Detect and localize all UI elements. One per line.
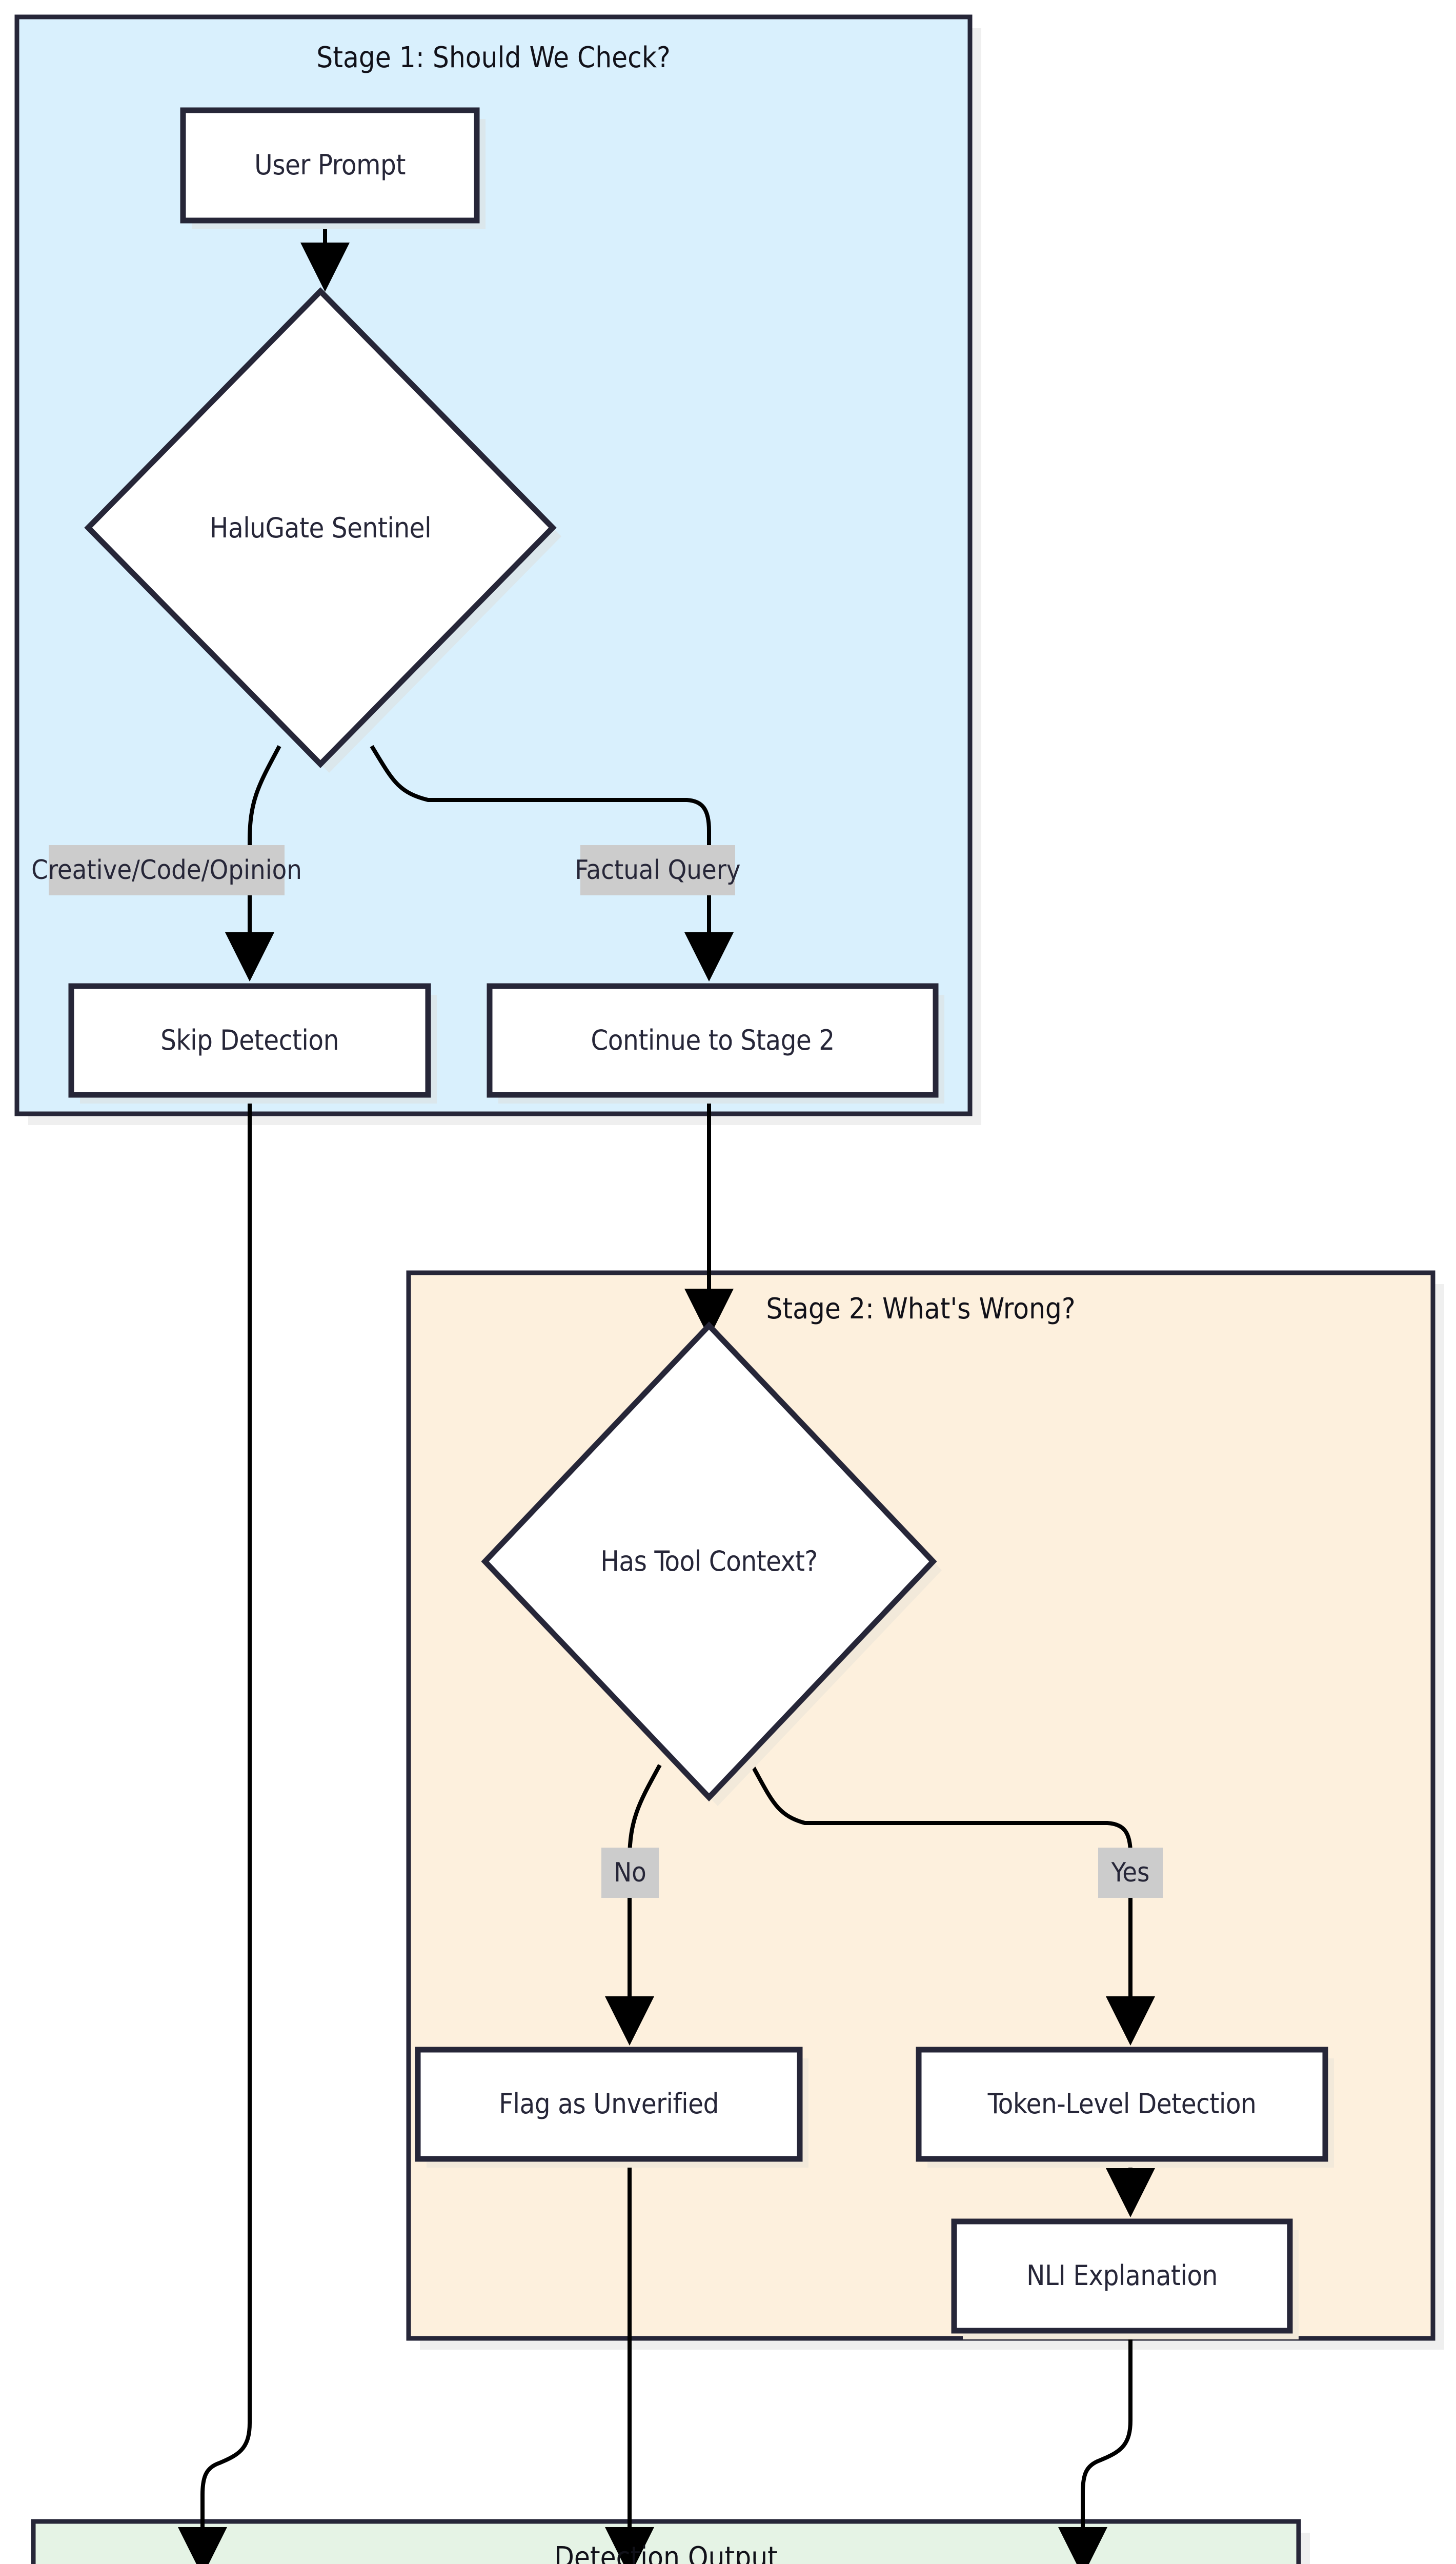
node-has-tool-context[interactable] <box>481 1321 937 1801</box>
edge-sentinel-to-continue <box>370 745 734 981</box>
edge-label-no: No <box>601 1848 659 1898</box>
edge-label-factual-query: Factual Query <box>575 845 741 895</box>
edge-skip-to-pass <box>178 1095 252 2564</box>
node-user-prompt[interactable] <box>180 107 480 224</box>
edge-label-yes: Yes <box>1098 1848 1163 1898</box>
node-continue-to-stage-2[interactable] <box>487 983 939 1098</box>
node-skip-detection[interactable] <box>68 983 431 1098</box>
node-halugate-sentinel[interactable] <box>84 287 557 768</box>
node-flag-as-unverified[interactable] <box>415 2047 803 2162</box>
cluster-output <box>31 2519 1301 2564</box>
edge-sentinel-to-skip <box>225 745 281 981</box>
edge-nli-to-report <box>1058 2331 1133 2564</box>
node-token-level-detection[interactable] <box>916 2047 1328 2162</box>
cluster-stage2 <box>406 1270 1435 2341</box>
node-nli-explanation[interactable] <box>951 2218 1293 2334</box>
edge-label-creative-code-opinion: Creative/Code/Opinion <box>31 845 302 895</box>
edge-has-tool-to-token <box>750 1764 1155 2046</box>
